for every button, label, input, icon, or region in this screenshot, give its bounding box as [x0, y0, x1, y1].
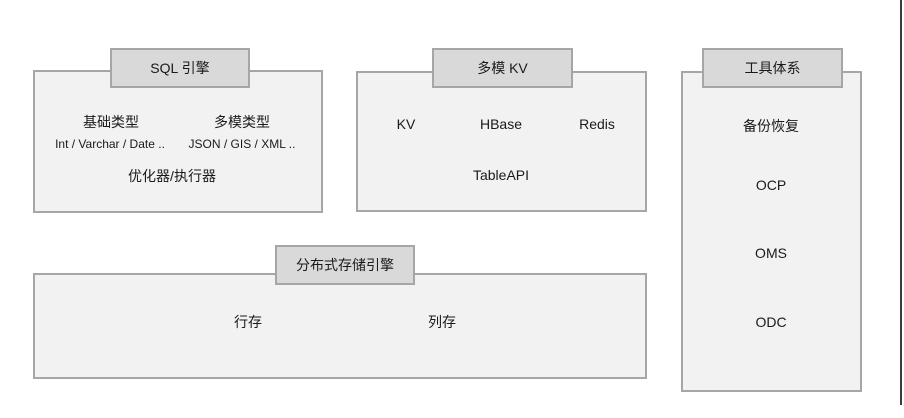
backup-restore-label: 备份恢复: [743, 118, 799, 134]
tools-panel: [681, 71, 862, 392]
storage-engine-panel: [33, 273, 647, 379]
sql-engine-tab: SQL 引擎: [110, 48, 250, 88]
basic-types-label: 基础类型: [83, 114, 139, 130]
frame-right-edge-line: [900, 0, 902, 405]
multimodel-types-detail: JSON / GIS / XML ..: [188, 137, 296, 151]
storage-engine-tab: 分布式存储引擎: [275, 245, 415, 285]
oms-label: OMS: [755, 245, 787, 261]
row-store-label: 行存: [234, 314, 262, 330]
odc-label: ODC: [755, 314, 787, 330]
tableapi-label: TableAPI: [472, 167, 530, 183]
optimizer-executor-label: 优化器/执行器: [128, 168, 216, 184]
kv-label: KV: [396, 116, 416, 132]
column-store-label: 列存: [428, 314, 456, 330]
sql-engine-title: SQL 引擎: [150, 60, 210, 76]
redis-label: Redis: [579, 116, 615, 132]
hbase-label: HBase: [479, 116, 523, 132]
multimodel-types-label: 多模类型: [214, 114, 270, 130]
tools-title: 工具体系: [744, 60, 801, 76]
multimodel-kv-panel: [356, 71, 647, 212]
storage-engine-title: 分布式存储引擎: [296, 257, 394, 273]
multimodel-kv-title: 多模 KV: [477, 60, 528, 76]
multimodel-kv-tab: 多模 KV: [432, 48, 573, 88]
basic-types-detail: Int / Varchar / Date ..: [55, 137, 165, 151]
tools-tab: 工具体系: [702, 48, 843, 88]
ocp-label: OCP: [755, 177, 787, 193]
